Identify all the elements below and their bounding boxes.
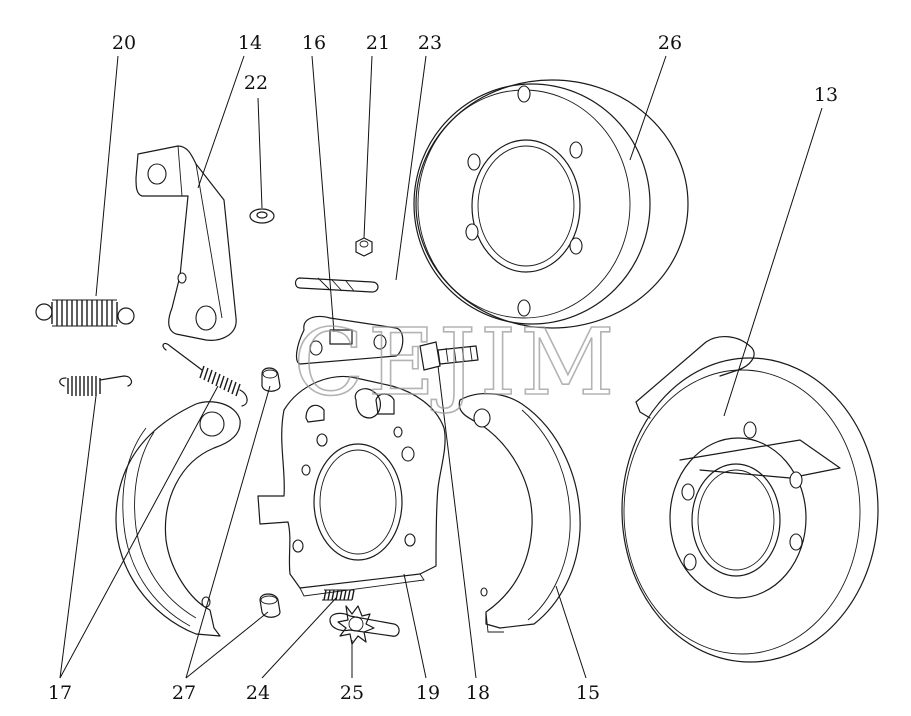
leader-14 <box>197 55 245 189</box>
brake-drum-upper <box>413 79 689 329</box>
leader-16 <box>311 55 335 333</box>
leader-lines <box>59 55 823 679</box>
adjuster-screw <box>329 605 400 645</box>
leader-17b <box>59 385 219 679</box>
brake-shoe-left <box>115 401 241 637</box>
brake-shoe-right <box>458 393 581 633</box>
adjuster-lever <box>295 315 404 365</box>
callout-13: 13 <box>814 84 838 106</box>
leader-18 <box>437 365 477 679</box>
callout-27: 27 <box>172 682 196 704</box>
bushing-lower <box>259 593 281 618</box>
leader-15 <box>555 585 587 679</box>
callout-19: 19 <box>416 682 440 704</box>
leader-24 <box>261 597 337 679</box>
callout-21: 21 <box>366 32 390 54</box>
adjuster-spring <box>322 589 355 601</box>
callout-25: 25 <box>340 682 364 704</box>
return-spring-large <box>35 299 135 327</box>
callout-20: 20 <box>112 32 136 54</box>
bushing-upper <box>261 367 281 392</box>
washer <box>249 208 275 224</box>
callout-24: 24 <box>246 682 270 704</box>
leader-26 <box>629 55 667 161</box>
callout-17: 17 <box>48 682 72 704</box>
callout-labels: 20 14 16 21 23 26 13 22 17 27 24 25 19 1… <box>48 32 838 704</box>
leader-19 <box>403 573 427 679</box>
nut <box>355 237 373 257</box>
leader-17a <box>59 395 97 679</box>
leader-23 <box>395 55 427 281</box>
callout-26: 26 <box>658 32 682 54</box>
callout-16: 16 <box>302 32 326 54</box>
watermark: CEJIM <box>294 309 619 416</box>
callout-18: 18 <box>466 682 490 704</box>
callout-22: 22 <box>244 72 268 94</box>
adjusting-bolt <box>419 341 479 371</box>
return-spring-small <box>59 375 133 396</box>
cam-pin <box>294 277 379 293</box>
leader-22 <box>257 97 263 209</box>
leader-27a <box>185 385 271 679</box>
callout-23: 23 <box>418 32 442 54</box>
leader-13 <box>723 107 823 417</box>
backing-plate <box>257 375 446 597</box>
brake-drum-lower <box>621 336 879 663</box>
callout-14: 14 <box>238 32 262 54</box>
mounting-bracket <box>135 145 237 341</box>
leader-21 <box>363 55 373 239</box>
shoe-spring <box>162 342 248 407</box>
callout-15: 15 <box>576 682 600 704</box>
leader-27b <box>185 611 269 679</box>
leader-20 <box>95 55 119 297</box>
